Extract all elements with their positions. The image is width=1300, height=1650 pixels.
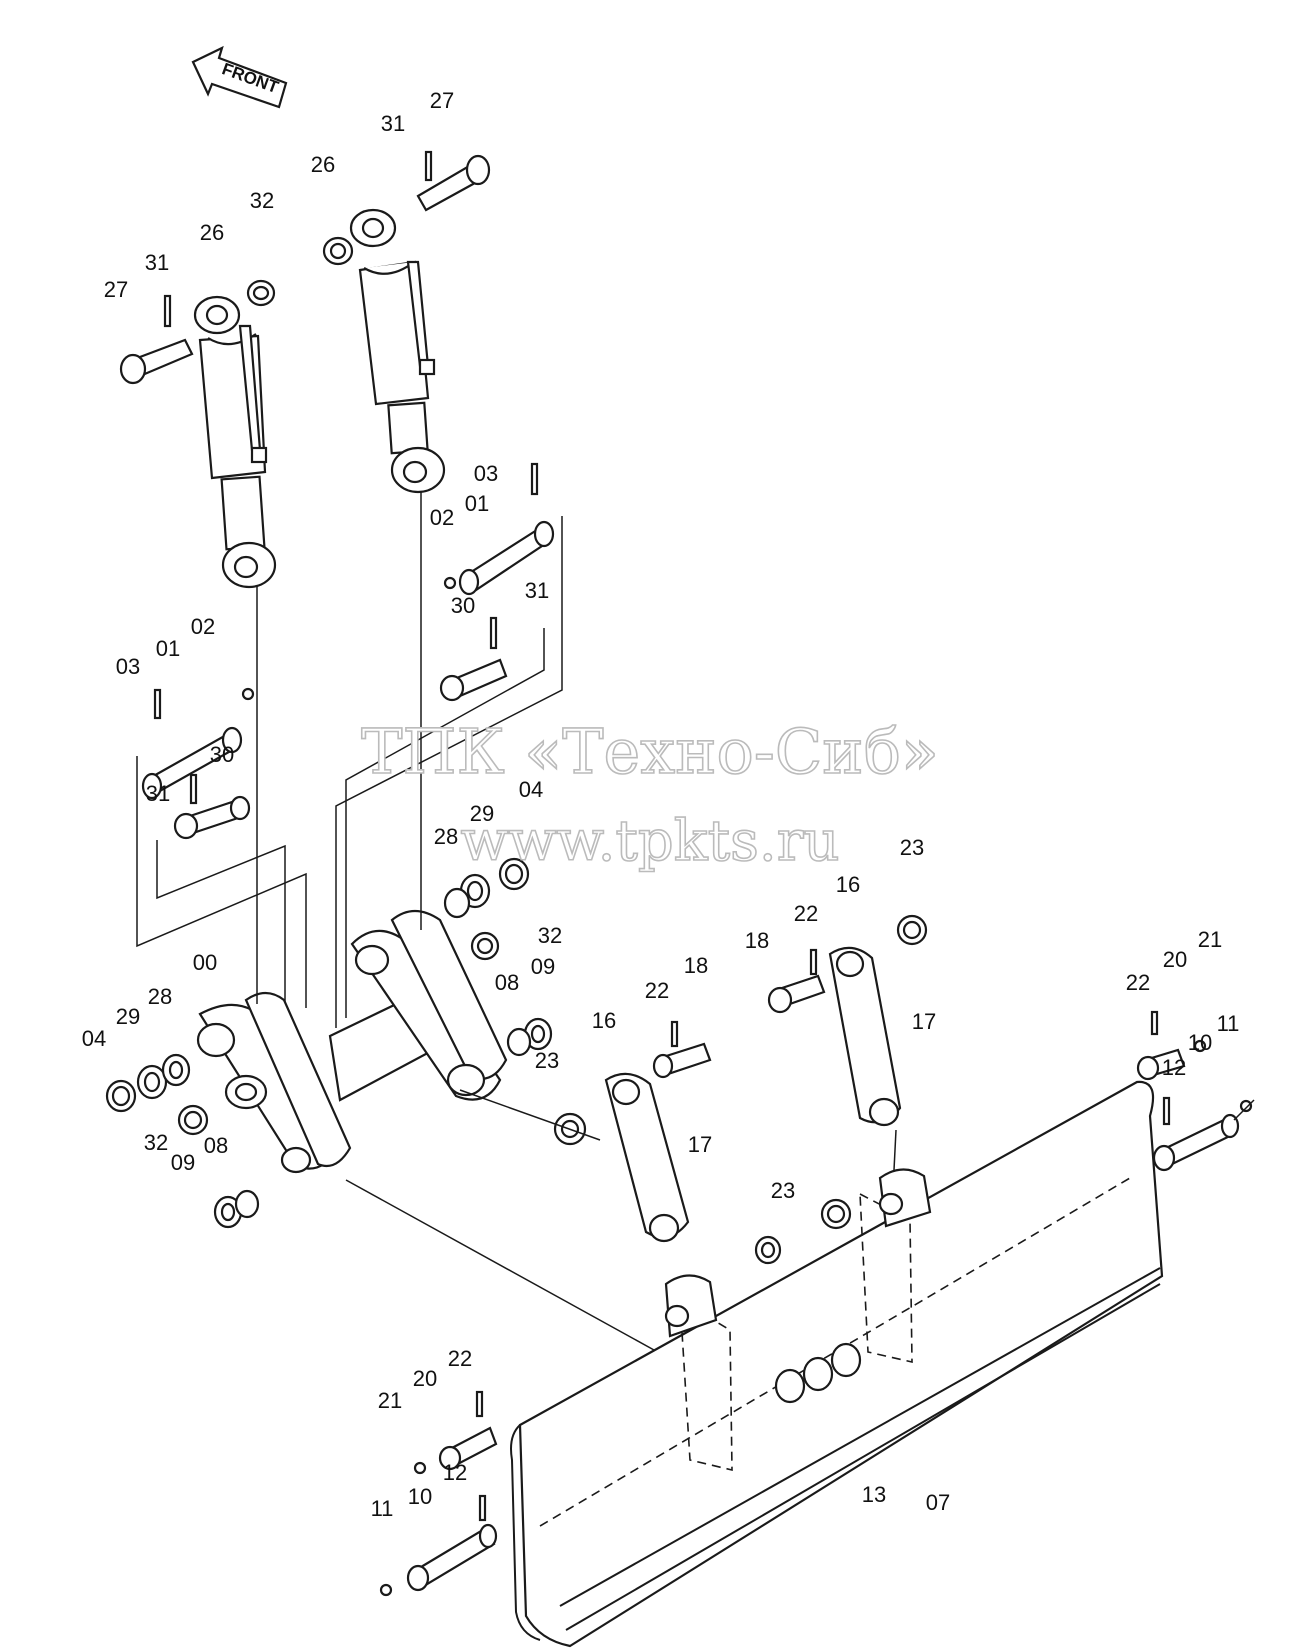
callout-c-12b: 12 [443,1460,467,1485]
callout-c-07: 07 [926,1490,950,1515]
callout-c-17a: 17 [912,1009,936,1034]
callout-c-31d: 31 [146,781,170,806]
callout-c-21b: 21 [378,1388,402,1413]
callout-c-08b: 08 [204,1133,228,1158]
callout-c-26a: 26 [311,152,335,177]
callout-c-02a: 02 [430,505,454,530]
callout-c-22a: 22 [794,901,818,926]
front-arrow-icon: FRONT [191,45,288,109]
blade-washers-23 [754,1198,852,1265]
blade-end-pins-right [1136,1010,1253,1172]
callout-c-30a: 30 [451,593,475,618]
callout-c-01b: 01 [156,636,180,661]
callout-c-11b: 11 [371,1496,394,1521]
callout-c-22c: 22 [1126,970,1150,995]
left-top-pin [119,279,276,385]
callout-labels: 27 31 26 32 26 31 27 03 01 02 30 31 02 03 01 30 31 04 29 28… [82,88,1240,1521]
callout-c-30b: 30 [210,742,234,767]
callout-c-29a: 29 [470,801,494,826]
callout-c-13: 13 [862,1482,886,1507]
callout-c-22d: 22 [448,1346,472,1371]
push-frame-00 [196,909,508,1174]
callout-c-00: 00 [193,950,217,975]
right-top-pin [416,150,491,212]
callout-c-08a: 08 [495,970,519,995]
left-washers [105,1053,260,1229]
callout-c-02b: 02 [191,614,215,639]
callout-c-03a: 03 [474,461,498,486]
callout-c-27a: 27 [430,88,454,113]
callout-c-22b: 22 [645,978,669,1003]
callout-c-31a: 31 [381,111,405,136]
callout-c-28a: 28 [434,824,458,849]
callout-c-04b: 04 [82,1026,106,1051]
callout-c-10b: 10 [408,1484,432,1509]
callout-c-01a: 01 [465,491,489,516]
callout-c-32c: 32 [144,1130,168,1155]
callout-c-31b: 31 [145,250,169,275]
right-washers [443,857,553,1057]
assembly-centre-lines [256,492,1255,1351]
callout-c-09b: 09 [171,1150,195,1175]
blade-end-pins-left [379,1390,498,1597]
callout-c-16a: 16 [836,872,860,897]
left-hydraulic-cylinder [193,295,277,589]
callout-c-20a: 20 [1163,947,1187,972]
callout-c-18a: 18 [745,928,769,953]
right-hydraulic-cylinder [322,208,446,494]
callout-c-17b: 17 [688,1132,712,1157]
callout-c-23b: 23 [535,1048,559,1073]
callout-c-23c: 23 [771,1178,795,1203]
callout-c-12a: 12 [1162,1055,1186,1080]
callout-c-09a: 09 [531,954,555,979]
assembly-bracket-lines [136,516,563,1028]
callout-c-23a: 23 [900,835,924,860]
callout-c-20b: 20 [413,1366,437,1391]
callout-c-31c: 31 [525,578,549,603]
callout-c-26b: 26 [200,220,224,245]
callout-c-28b: 28 [148,984,172,1009]
brace-link-right [767,914,928,1127]
callout-c-16b: 16 [592,1008,616,1033]
callout-c-03b: 03 [116,654,140,679]
brace-link-left [553,1020,712,1243]
callout-c-18b: 18 [684,953,708,978]
callout-c-32a: 32 [250,188,274,213]
right-pin-group [439,462,555,702]
callout-c-10a: 10 [1188,1030,1212,1055]
callout-c-32b: 32 [538,923,562,948]
watermark-site: www.tpkts.ru [460,809,839,874]
watermark-company: ТПК «Техно-Сиб» [361,715,939,788]
dozer-blade-07 [510,1080,1164,1648]
callout-c-11a: 11 [1217,1011,1240,1036]
callout-c-04a: 04 [519,777,543,802]
callout-c-21a: 21 [1198,927,1222,952]
callout-c-29b: 29 [116,1004,140,1029]
callout-c-27b: 27 [104,277,128,302]
left-pin-group [141,687,255,840]
